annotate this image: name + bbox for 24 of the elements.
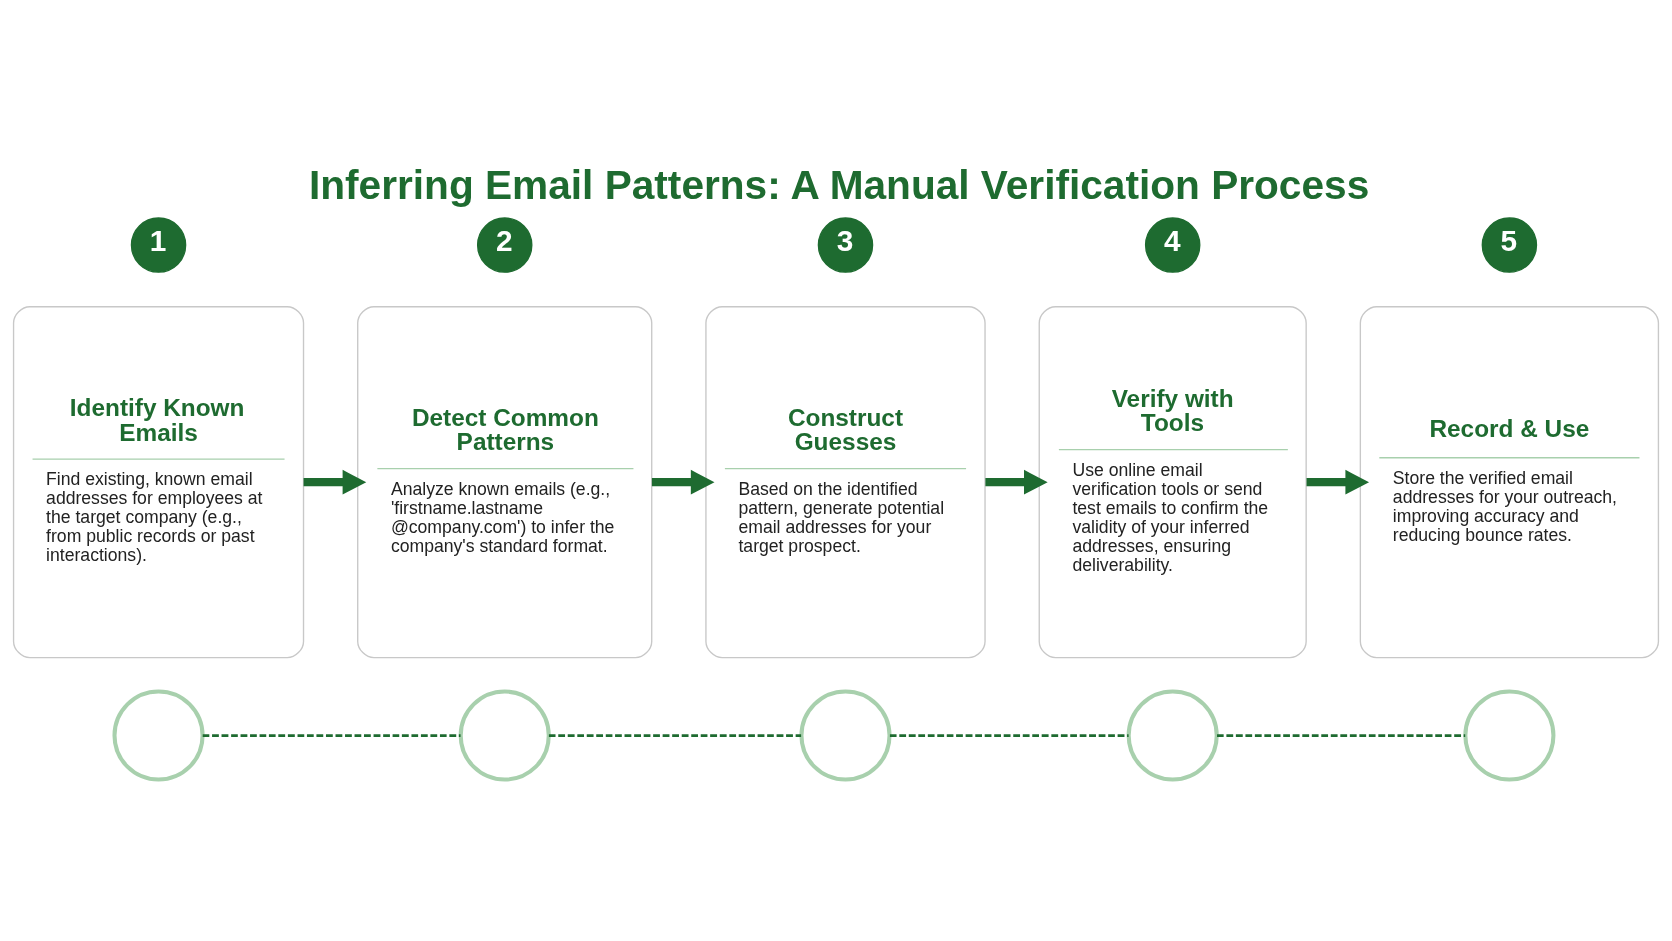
node-circle: 1 (130, 216, 187, 273)
node-circle (1126, 689, 1219, 782)
node-box: Verify with Tools Use online email verification tools or send test emails to confirm the validity of your inferred addresses, ensuring deliverability. (1038, 305, 1307, 658)
arrow (303, 469, 367, 495)
arrow (1306, 469, 1370, 495)
connector (548, 733, 802, 737)
node-box: Record & Use Store the verified email addresses for your outreach, improving accuracy and reducing bounce rates. (1359, 305, 1660, 658)
node-circle (458, 689, 551, 782)
connector (889, 733, 1129, 737)
node-box: Detect Common Patterns Analyze known emails (e.g., 'firstname.lastname @company.com') to infer the company's standard format. (357, 305, 653, 658)
node-circle (112, 689, 205, 782)
node-circle: 2 (476, 216, 533, 273)
node-circle (799, 689, 892, 782)
arrow (985, 469, 1048, 495)
node-circle: 4 (1144, 216, 1201, 273)
connector (1217, 733, 1466, 737)
node-circle: 5 (1481, 216, 1538, 273)
node-box: Construct Guesses Based on the identified pattern, generate potential email addresses for your target prospect. (705, 305, 986, 658)
connector (202, 733, 461, 737)
diagram-title: Inferring Email Patterns: A Manual Verification Process (308, 161, 1370, 208)
node-circle (1463, 689, 1556, 782)
arrow (651, 469, 715, 495)
node-box: Identify Known Emails Find existing, known email addresses for employees at the target company (e.g., from public records or past interactions). (12, 305, 305, 658)
node-circle: 3 (817, 216, 874, 273)
